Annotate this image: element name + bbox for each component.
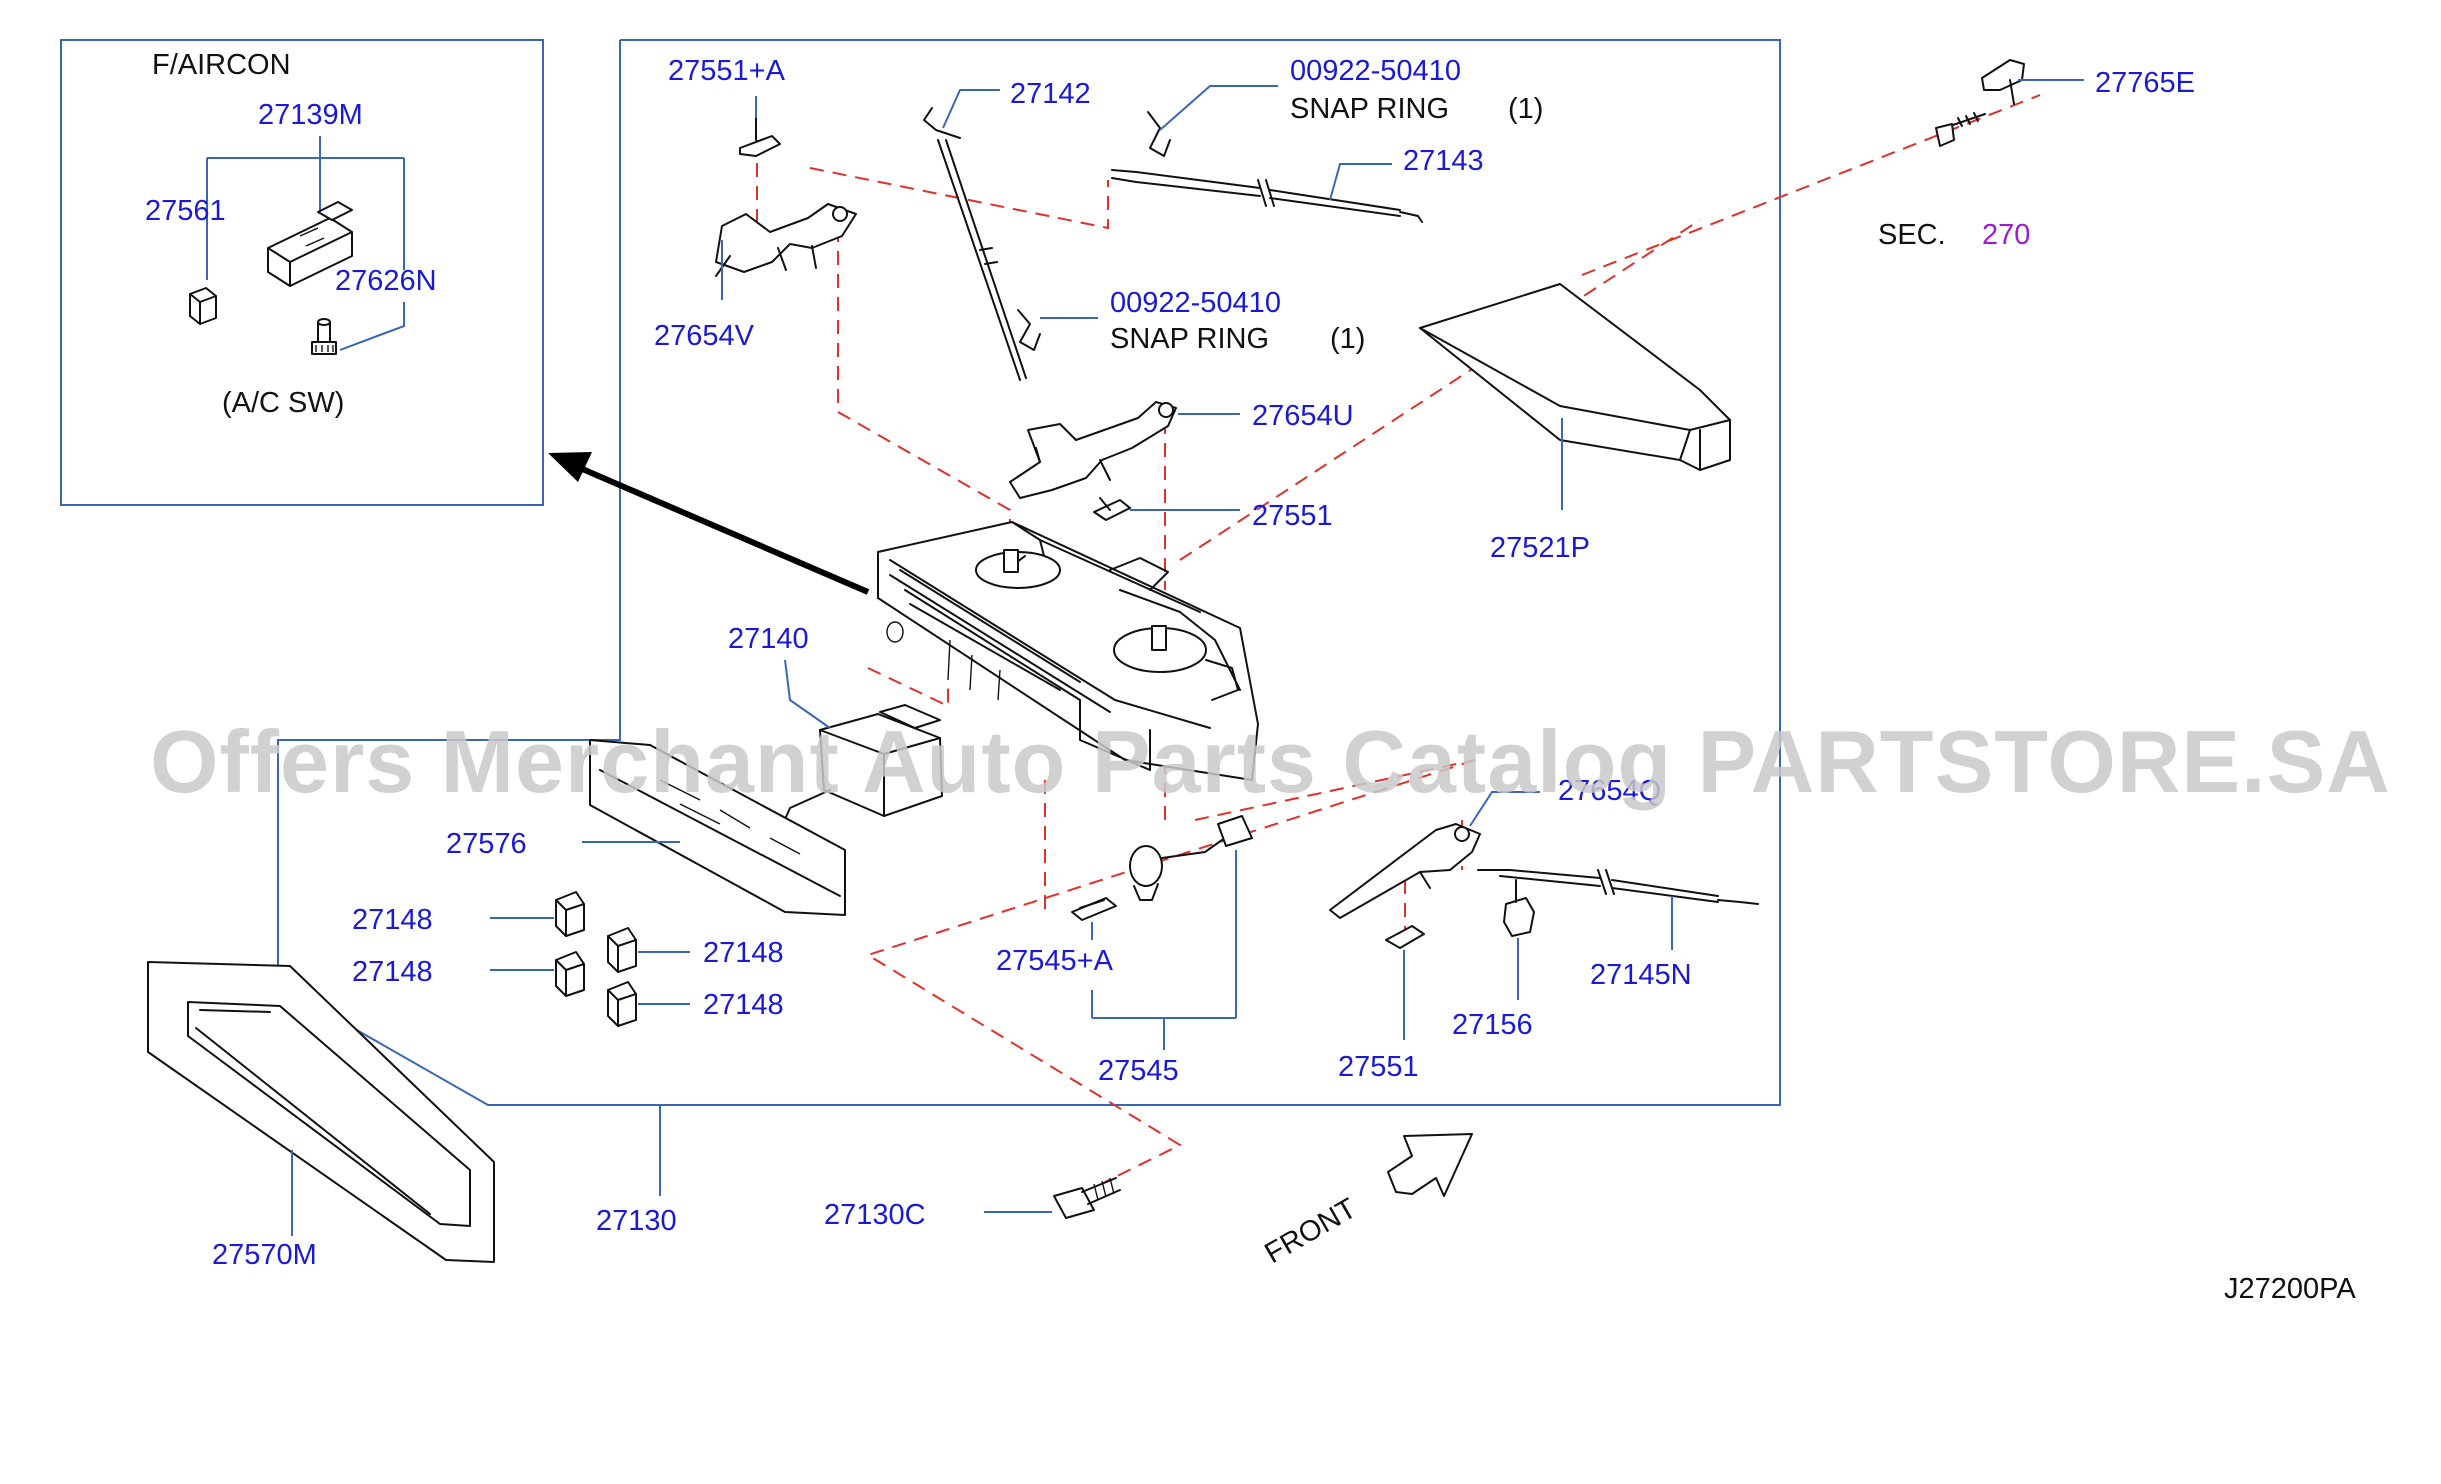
harness-27545-icon[interactable] — [1129, 815, 1253, 901]
label-snap-ring-a: SNAP RING — [1290, 93, 1449, 125]
inset-caption: (A/C SW) — [222, 387, 344, 419]
label-qty-b: (1) — [1330, 323, 1365, 355]
label-27145N[interactable]: 27145N — [1590, 959, 1692, 991]
label-sec-number[interactable]: 270 — [1982, 219, 2030, 251]
clip-27551-bot-icon[interactable] — [1385, 925, 1425, 949]
cable-27143-icon[interactable] — [1111, 169, 1423, 223]
ac-switch-icon[interactable] — [267, 201, 353, 287]
leader-27139M — [206, 136, 405, 280]
label-27130C[interactable]: 27130C — [824, 1199, 926, 1231]
label-27626N[interactable]: 27626N — [335, 265, 437, 297]
label-27139M[interactable]: 27139M — [258, 99, 363, 131]
clip-27551A-icon[interactable] — [739, 117, 781, 157]
cable-27142-icon[interactable] — [923, 107, 1027, 381]
bracket-27654U-icon[interactable] — [1009, 401, 1177, 499]
label-27156[interactable]: 27156 — [1452, 1009, 1533, 1041]
screw-sec270-icon[interactable] — [1935, 112, 1986, 147]
label-27545[interactable]: 27545 — [1098, 1055, 1179, 1087]
inset-title: F/AIRCON — [152, 49, 291, 81]
diagram-code: J27200PA — [2224, 1273, 2356, 1305]
heater-control-body-icon[interactable] — [877, 521, 1259, 781]
label-27148-3[interactable]: 27148 — [352, 956, 433, 988]
label-snap-ring-b: SNAP RING — [1110, 323, 1269, 355]
label-27148-2[interactable]: 27148 — [703, 937, 784, 969]
bulb-27545A-icon[interactable] — [1071, 897, 1117, 921]
front-label: FRONT — [1260, 1192, 1363, 1270]
label-27142[interactable]: 27142 — [1010, 78, 1091, 110]
inset-frame — [60, 39, 544, 506]
label-27521P[interactable]: 27521P — [1490, 532, 1590, 564]
label-27570M[interactable]: 27570M — [212, 1239, 317, 1271]
leader-27545 — [1091, 850, 1237, 1050]
knob-27148-2-icon[interactable] — [607, 927, 637, 973]
label-27561[interactable]: 27561 — [145, 195, 226, 227]
snap-ring-b-icon[interactable] — [1017, 309, 1041, 351]
label-27551-mid[interactable]: 27551 — [1252, 500, 1333, 532]
label-27140[interactable]: 27140 — [728, 623, 809, 655]
bracket-27576-icon[interactable] — [589, 739, 846, 916]
front-arrow-icon — [1387, 1133, 1473, 1197]
label-27654V[interactable]: 27654V — [654, 320, 755, 352]
leader-snap-a — [1159, 85, 1278, 131]
leader-27140 — [784, 659, 831, 729]
label-sec-prefix: SEC. — [1878, 219, 1946, 251]
knob-27148-4-icon[interactable] — [607, 981, 637, 1027]
bracket-27654Q-icon[interactable] — [1329, 823, 1481, 919]
cable-27145N-icon[interactable] — [1477, 869, 1759, 905]
leader-27143 — [1329, 163, 1392, 201]
label-27130[interactable]: 27130 — [596, 1205, 677, 1237]
clip-27765E-icon[interactable] — [1981, 59, 2025, 105]
ac-knob-cap-icon[interactable] — [189, 287, 217, 325]
label-27654U[interactable]: 27654U — [1252, 400, 1354, 432]
snap-ring-a-icon[interactable] — [1147, 111, 1171, 157]
label-27148-4[interactable]: 27148 — [703, 989, 784, 1021]
label-27551-bot[interactable]: 27551 — [1338, 1051, 1419, 1083]
label-27551A[interactable]: 27551+A — [668, 55, 786, 87]
label-27654Q[interactable]: 27654Q — [1558, 775, 1661, 807]
leader-27142 — [942, 89, 1000, 129]
label-27148-1[interactable]: 27148 — [352, 904, 433, 936]
bezel-27570M-icon[interactable] — [147, 961, 495, 1263]
bracket-27654V-icon[interactable] — [715, 203, 857, 277]
knob-27148-1-icon[interactable] — [555, 891, 585, 937]
watermark: Offers Merchant Auto Parts Catalog PARTS… — [150, 712, 2391, 811]
label-27143[interactable]: 27143 — [1403, 145, 1484, 177]
knob-27148-3-icon[interactable] — [555, 951, 585, 997]
clip-27551-mid-icon[interactable] — [1093, 497, 1131, 521]
label-00922-a[interactable]: 00922-50410 — [1290, 55, 1461, 87]
leader-27654Q — [1469, 791, 1540, 827]
leader-27626N — [339, 302, 405, 351]
label-00922-b[interactable]: 00922-50410 — [1110, 287, 1281, 319]
label-27765E[interactable]: 27765E — [2095, 67, 2195, 99]
label-qty-a: (1) — [1508, 93, 1543, 125]
ac-bulb-icon[interactable] — [311, 318, 337, 355]
inset-pointer-arrow — [548, 452, 870, 595]
cover-27521P-icon[interactable] — [1419, 283, 1731, 471]
actuator-27140-icon[interactable] — [781, 704, 943, 827]
connector-27156-icon[interactable] — [1503, 879, 1535, 937]
assembly-lines — [756, 94, 2041, 1183]
bolt-27130C-icon[interactable] — [1053, 1177, 1121, 1219]
label-27545A[interactable]: 27545+A — [996, 945, 1114, 977]
main-frame — [277, 39, 1781, 1106]
label-27576[interactable]: 27576 — [446, 828, 527, 860]
